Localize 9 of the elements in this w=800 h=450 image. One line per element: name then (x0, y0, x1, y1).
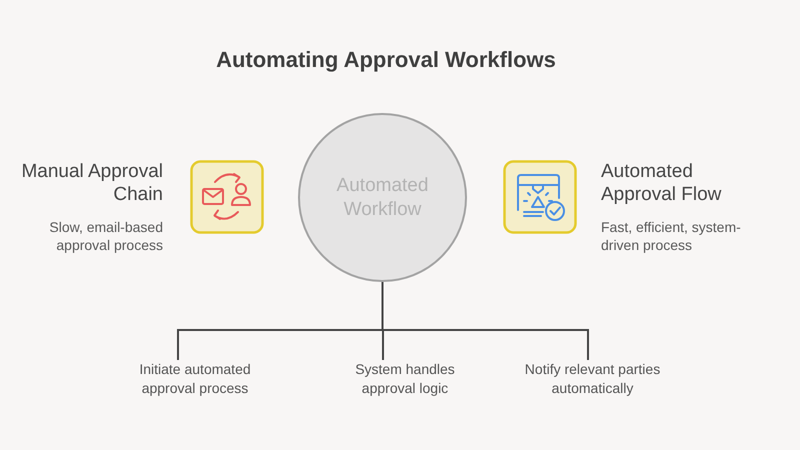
step-text: Notify relevant parties automatically (510, 360, 675, 398)
title: Automating Approval Workflows (215, 46, 557, 74)
connector-line (382, 282, 589, 360)
heading: Manual Approval Chain (20, 160, 163, 206)
description: Fast, efficient, system-driven process (601, 218, 742, 254)
step-text: System handles approval logic (335, 360, 475, 398)
step-text: Initiate automated approval process (120, 360, 270, 398)
description: Slow, email-based approval process (48, 218, 163, 254)
heading: Automated Approval Flow (601, 160, 722, 206)
